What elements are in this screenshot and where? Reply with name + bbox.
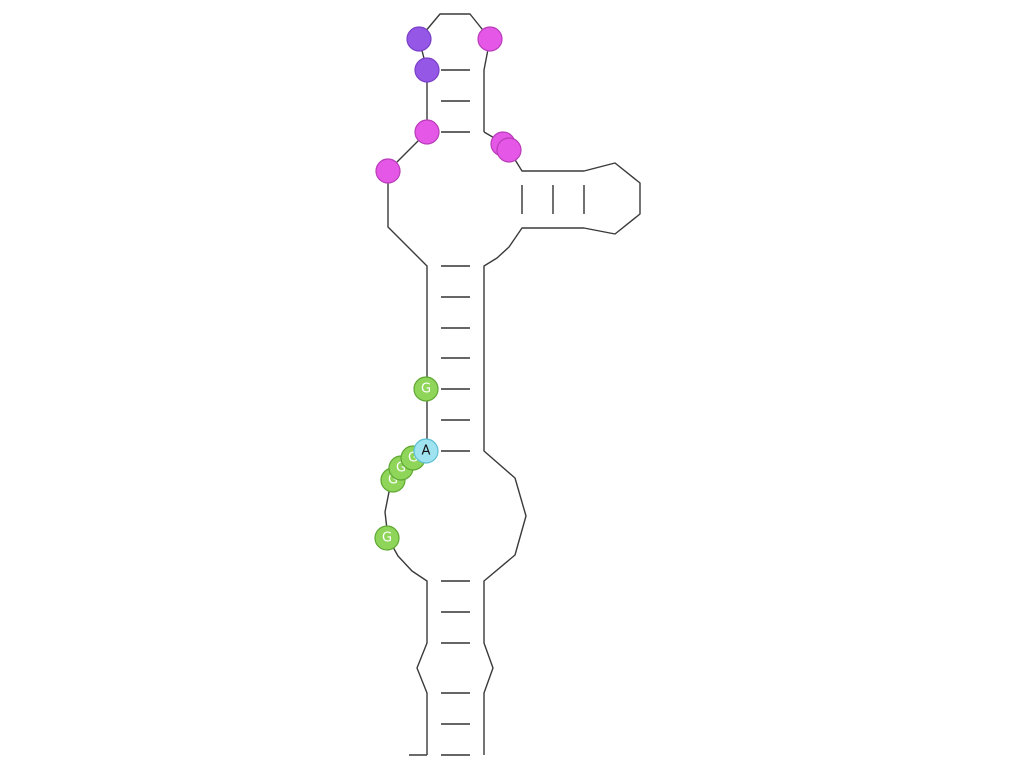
nucleotide-label: G [396, 461, 406, 476]
base-pairs [441, 69, 585, 756]
nucleotide[interactable]: G [413, 376, 439, 402]
nucleotide[interactable]: G [374, 525, 400, 551]
nucleotide[interactable] [414, 119, 440, 145]
nucleotide[interactable] [406, 26, 432, 52]
nucleotide[interactable]: A [413, 438, 439, 464]
nucleotide-label: G [421, 382, 431, 397]
nucleotide-label: G [408, 451, 418, 466]
nucleotide-label: G [382, 531, 392, 546]
nucleotides: G G G G G A [374, 26, 522, 551]
nucleotide-label: G [388, 473, 398, 488]
nucleotide[interactable] [375, 158, 401, 184]
nucleotide[interactable] [477, 26, 503, 52]
backbone-right-strand [483, 131, 641, 755]
nucleotide[interactable] [496, 137, 522, 163]
nucleotide[interactable] [414, 57, 440, 83]
nucleotide-label: A [422, 444, 431, 459]
